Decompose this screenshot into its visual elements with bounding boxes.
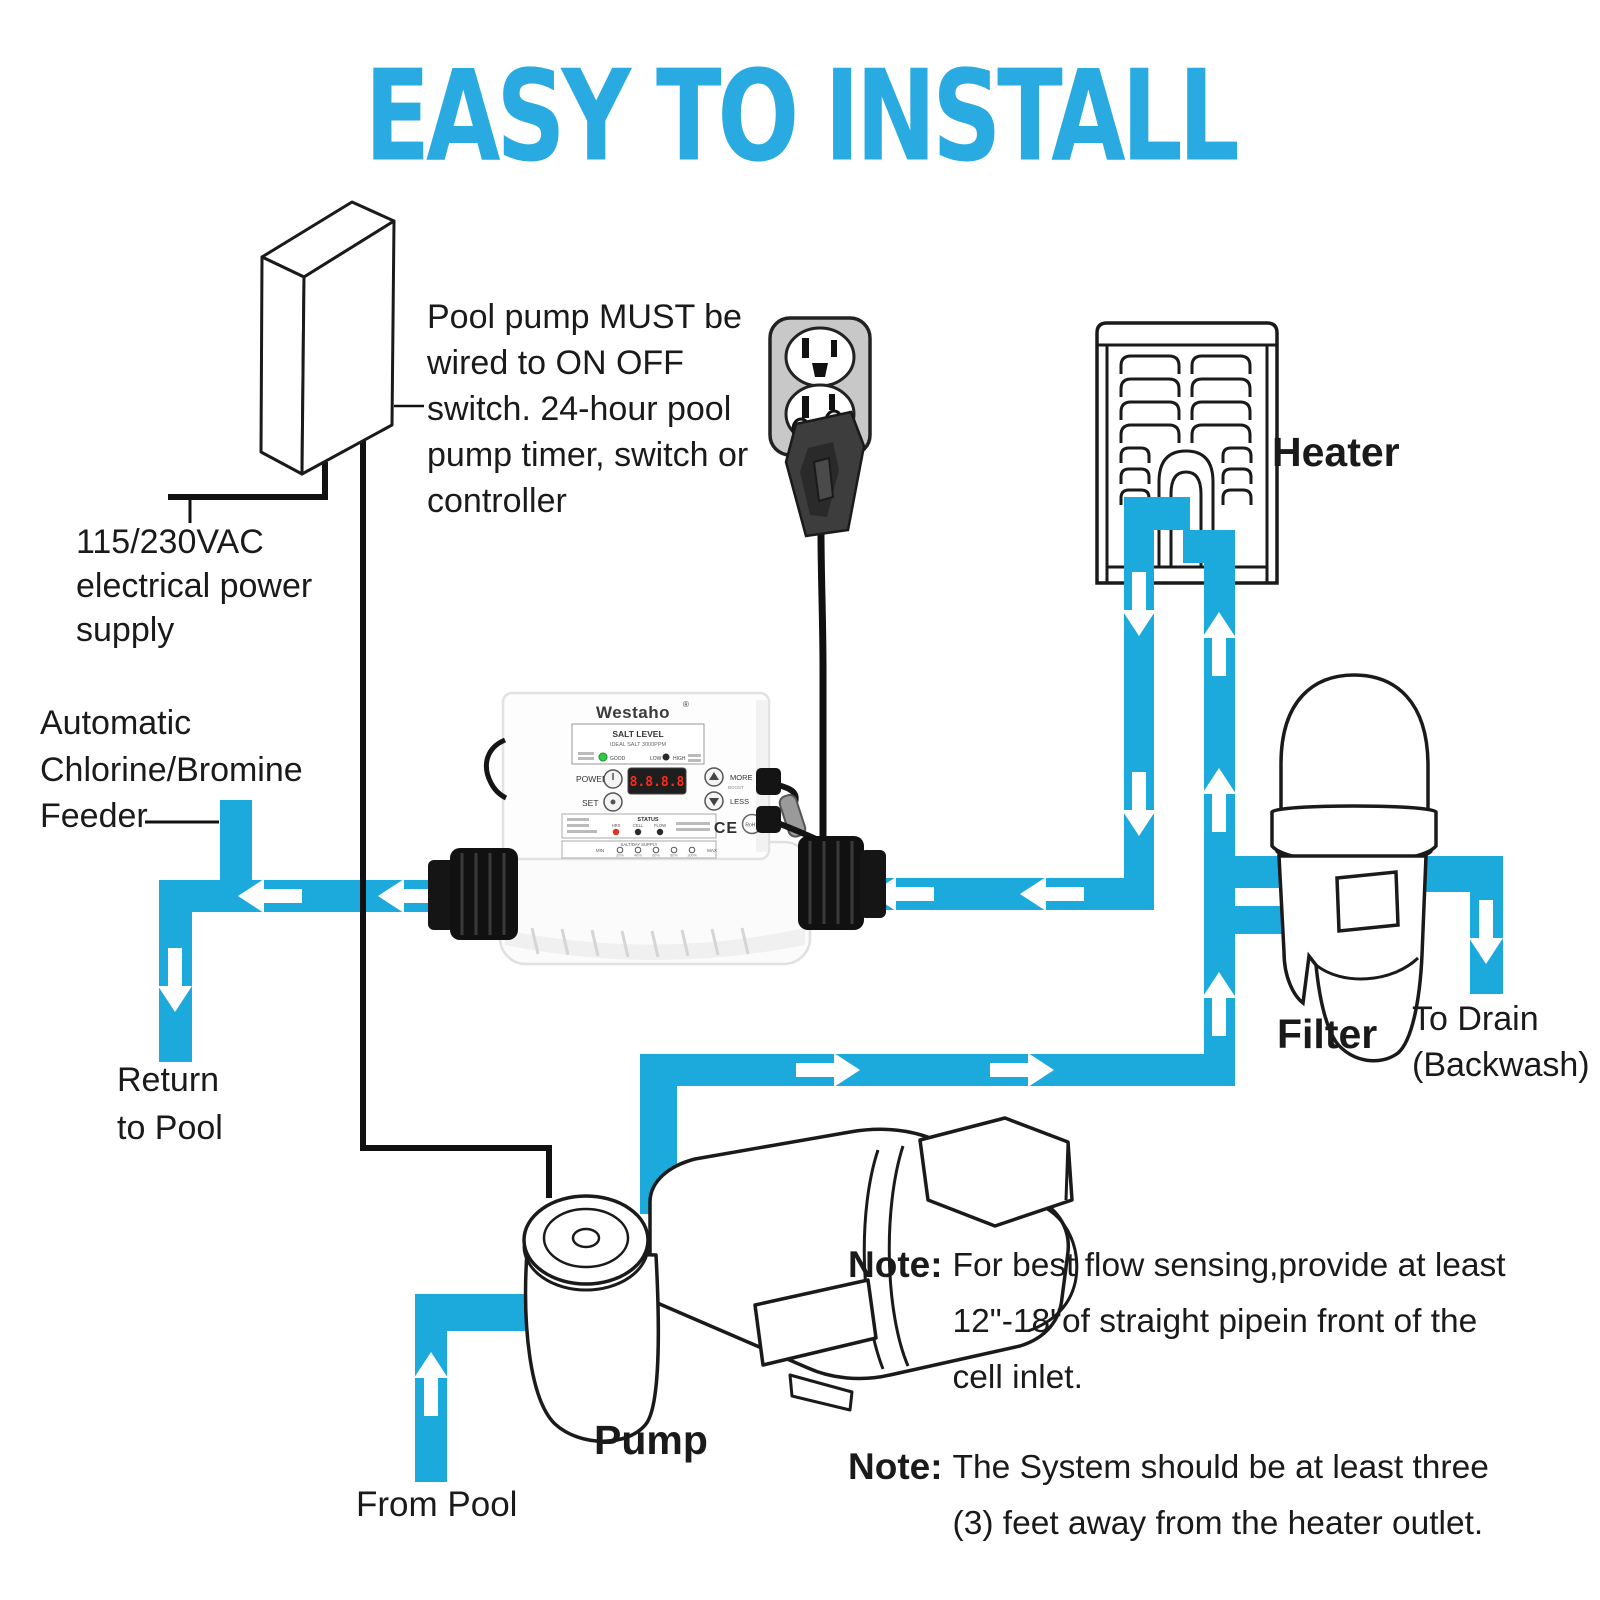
- cell-cable-left: [483, 737, 508, 801]
- note-system-distance: Note: The System should be at least thre…: [848, 1440, 1489, 1552]
- salt-level-subtitle: IDEAL SALT 3000PPM: [610, 742, 667, 748]
- note-flow-sensing: Note: For best flow sensing,provide at l…: [848, 1238, 1506, 1406]
- status-led: [612, 828, 620, 836]
- page-title: EASY TO INSTALL: [364, 44, 1240, 190]
- cell-connector: [778, 794, 807, 838]
- status-led-label: HRS: [612, 823, 621, 828]
- more-label: MORE: [730, 773, 753, 782]
- wiring: [145, 404, 827, 1198]
- digital-display: [627, 767, 687, 795]
- heater-label: Heater: [1272, 429, 1400, 475]
- pipe-union-right: [798, 836, 886, 930]
- salt-good-label: GOOD: [610, 756, 626, 762]
- switch-box-illustration: [259, 200, 396, 476]
- cable-gland: [756, 806, 781, 833]
- pipe-pump-to-filter: [640, 1054, 1235, 1086]
- label-line: Automatic: [40, 704, 192, 742]
- plug-icon: [784, 409, 866, 538]
- power-supply-label: 115/230VAC electrical power supply: [76, 520, 312, 652]
- status-title: STATUS: [637, 817, 659, 823]
- supply-step: 80%: [670, 854, 678, 858]
- pump-power-wire: [360, 437, 552, 1198]
- flow-arrow-up-icon: [414, 612, 1236, 1416]
- chlorinator-cell-illustration: Westaho ® SALT LEVEL IDEAL SALT 3000PPM …: [428, 691, 886, 966]
- less-label: LESS: [730, 797, 749, 806]
- label-line: to Pool: [117, 1109, 223, 1147]
- cable-gland: [756, 768, 781, 795]
- rohs-label: RoHS: [745, 823, 759, 829]
- supply-step: 40%: [634, 854, 642, 858]
- pump-illustration: [522, 1116, 1079, 1443]
- label-line: pump timer, switch or: [427, 436, 749, 474]
- cell-fins-icon: [530, 927, 750, 958]
- cell-control-panel: Westaho ® SALT LEVEL IDEAL SALT 3000PPM …: [561, 700, 763, 859]
- outlet-illustration: [768, 316, 872, 538]
- power-cord: [817, 529, 827, 856]
- pump-label: Pump: [594, 1417, 708, 1463]
- pool-pump-note: Pool pump MUST be wired to ON OFF switch…: [427, 294, 748, 524]
- ce-mark-icon: CE: [714, 820, 738, 837]
- note-line: (3) feet away from the heater outlet.: [952, 1505, 1484, 1542]
- flow-arrow-down-icon: [158, 572, 1503, 1012]
- note-line: For best flow sensing,provide at least: [952, 1247, 1506, 1284]
- label-line: switch. 24-hour pool: [427, 390, 732, 428]
- label-line: Return: [117, 1061, 220, 1099]
- label-line: wired to ON OFF: [427, 344, 684, 382]
- set-label: SET: [582, 798, 599, 808]
- note-line: 12"-18"of straight pipein front of the: [952, 1303, 1478, 1340]
- label-line: (Backwash): [1412, 1046, 1590, 1084]
- status-led-label: FLOW: [654, 823, 666, 828]
- status-led: [656, 828, 664, 836]
- label-line: electrical power: [76, 567, 313, 605]
- status-led: [634, 828, 642, 836]
- label-line: supply: [76, 611, 175, 649]
- salt-high-label: HIGH: [673, 756, 686, 762]
- return-to-pool-label: Return to Pool: [117, 1056, 223, 1152]
- flow-arrow-right-icon: [796, 1053, 1054, 1087]
- brand-mark: ®: [683, 700, 689, 709]
- supply-max-label: MAX: [707, 848, 717, 853]
- note-line: The System should be at least three: [952, 1449, 1489, 1486]
- label-line: controller: [427, 482, 567, 520]
- filter-label: Filter: [1277, 1011, 1378, 1057]
- salt-good-led: [598, 752, 608, 762]
- label-line: Pool pump MUST be: [427, 298, 742, 336]
- feeder-label: Automatic Chlorine/Bromine Feeder: [40, 700, 303, 840]
- pipe-union-left: [428, 848, 518, 940]
- pipe-feeder-tee: [220, 800, 252, 890]
- note-label: Note:: [848, 1446, 943, 1487]
- to-drain-label: To Drain (Backwash): [1412, 996, 1590, 1088]
- pump-label-patch: [753, 1278, 878, 1367]
- display-value: 8.8.8.8: [630, 775, 685, 790]
- note-label: Note:: [848, 1244, 943, 1285]
- supply-wire: [168, 462, 328, 500]
- brand-label: Westaho: [596, 703, 670, 722]
- label-line: Chlorine/Bromine: [40, 750, 303, 789]
- power-label: POWER: [576, 774, 608, 784]
- filter-illustration: [1270, 673, 1438, 1063]
- heater-louvers-icon: [1119, 354, 1253, 505]
- filter-window-icon: [1335, 870, 1400, 933]
- salt-level-title: SALT LEVEL: [612, 729, 663, 739]
- label-line: To Drain: [1412, 1000, 1539, 1038]
- note-line: cell inlet.: [952, 1359, 1083, 1396]
- supply-step: 20%: [616, 854, 624, 858]
- salt-low-label: LOW: [650, 756, 662, 762]
- boost-label: BOOST: [728, 785, 744, 790]
- from-pool-label: From Pool: [356, 1485, 518, 1524]
- supply-step: 100%: [687, 854, 697, 858]
- label-line: 115/230VAC: [76, 523, 264, 561]
- supply-step: 60%: [652, 854, 660, 858]
- status-led-label: CELL: [633, 823, 644, 828]
- supply-title: SALT/DAY SUPPLY: [621, 842, 658, 847]
- salt-low-led: [662, 753, 670, 761]
- label-line: Feeder: [40, 797, 148, 835]
- supply-min-label: MIN: [596, 848, 604, 853]
